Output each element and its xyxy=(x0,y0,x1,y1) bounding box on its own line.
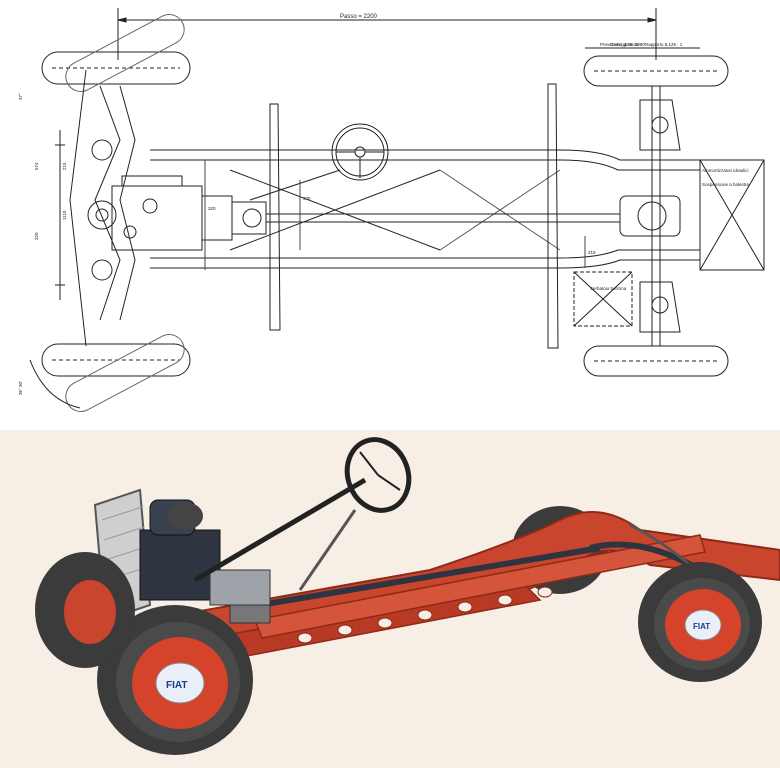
inner-dim-2: 370 xyxy=(303,196,311,201)
chassis-color-illustration: FIAT FIAT xyxy=(0,430,780,768)
fuel-tank-note: Serbatoio benzina xyxy=(590,286,627,291)
rear-hub-badge: FIAT xyxy=(693,622,710,631)
tyre-label: Pneumatici 4.25-15 xyxy=(600,42,639,47)
rear-axle-assembly xyxy=(589,523,702,573)
front-far-wheel xyxy=(35,552,135,668)
side-dim-2: 320 xyxy=(34,232,39,240)
ratio-label: Rapporto 5,125 : 1 xyxy=(645,42,683,47)
inner-dim-1: 320 xyxy=(208,206,216,211)
engine-block xyxy=(111,175,267,251)
rear-near-wheel: FIAT xyxy=(638,562,762,682)
front-left-wheel xyxy=(41,14,191,92)
rear-overhang-box xyxy=(699,159,765,271)
front-right-wheel xyxy=(41,334,191,412)
front-suspension xyxy=(55,69,136,347)
crossmember-center xyxy=(269,103,281,331)
side-dim-3: 215 xyxy=(62,162,67,170)
chassis-blueprint-drawing: Passo = 2200 Pneumatici 4.25-15 Rapporto… xyxy=(18,8,765,412)
rear-right-wheel xyxy=(583,345,729,377)
right-note-2: Sospensione a balestre xyxy=(702,182,750,187)
red-chassis-frame xyxy=(148,511,780,667)
right-note-1: Ammortizzatori idraulici xyxy=(702,168,749,173)
front-near-wheel: FIAT xyxy=(97,605,253,755)
left-scale-label: 37° xyxy=(18,93,23,100)
steering-column xyxy=(193,437,412,591)
steering-angle-label: 36° 30' xyxy=(18,381,23,395)
front-hub-badge: FIAT xyxy=(166,680,187,691)
engine-assembly xyxy=(139,499,271,624)
wheelbase-label: Passo = 2200 xyxy=(340,14,378,20)
side-dim-4: 1110 xyxy=(62,210,67,220)
wheelbase-dimension xyxy=(117,8,657,60)
rear-axle xyxy=(619,86,681,346)
rear-track-label: Carreggiata 1080 xyxy=(610,42,645,47)
steering-angle-arc xyxy=(29,359,81,409)
inner-dim-3: 215 xyxy=(588,250,596,255)
fuel-tank-box xyxy=(573,271,633,327)
rear-left-wheel xyxy=(583,55,729,87)
crossmember-rear xyxy=(547,83,559,349)
steering-wheel xyxy=(249,123,389,201)
side-dim-1: 574 xyxy=(34,162,39,170)
chassis-frame xyxy=(150,149,700,269)
